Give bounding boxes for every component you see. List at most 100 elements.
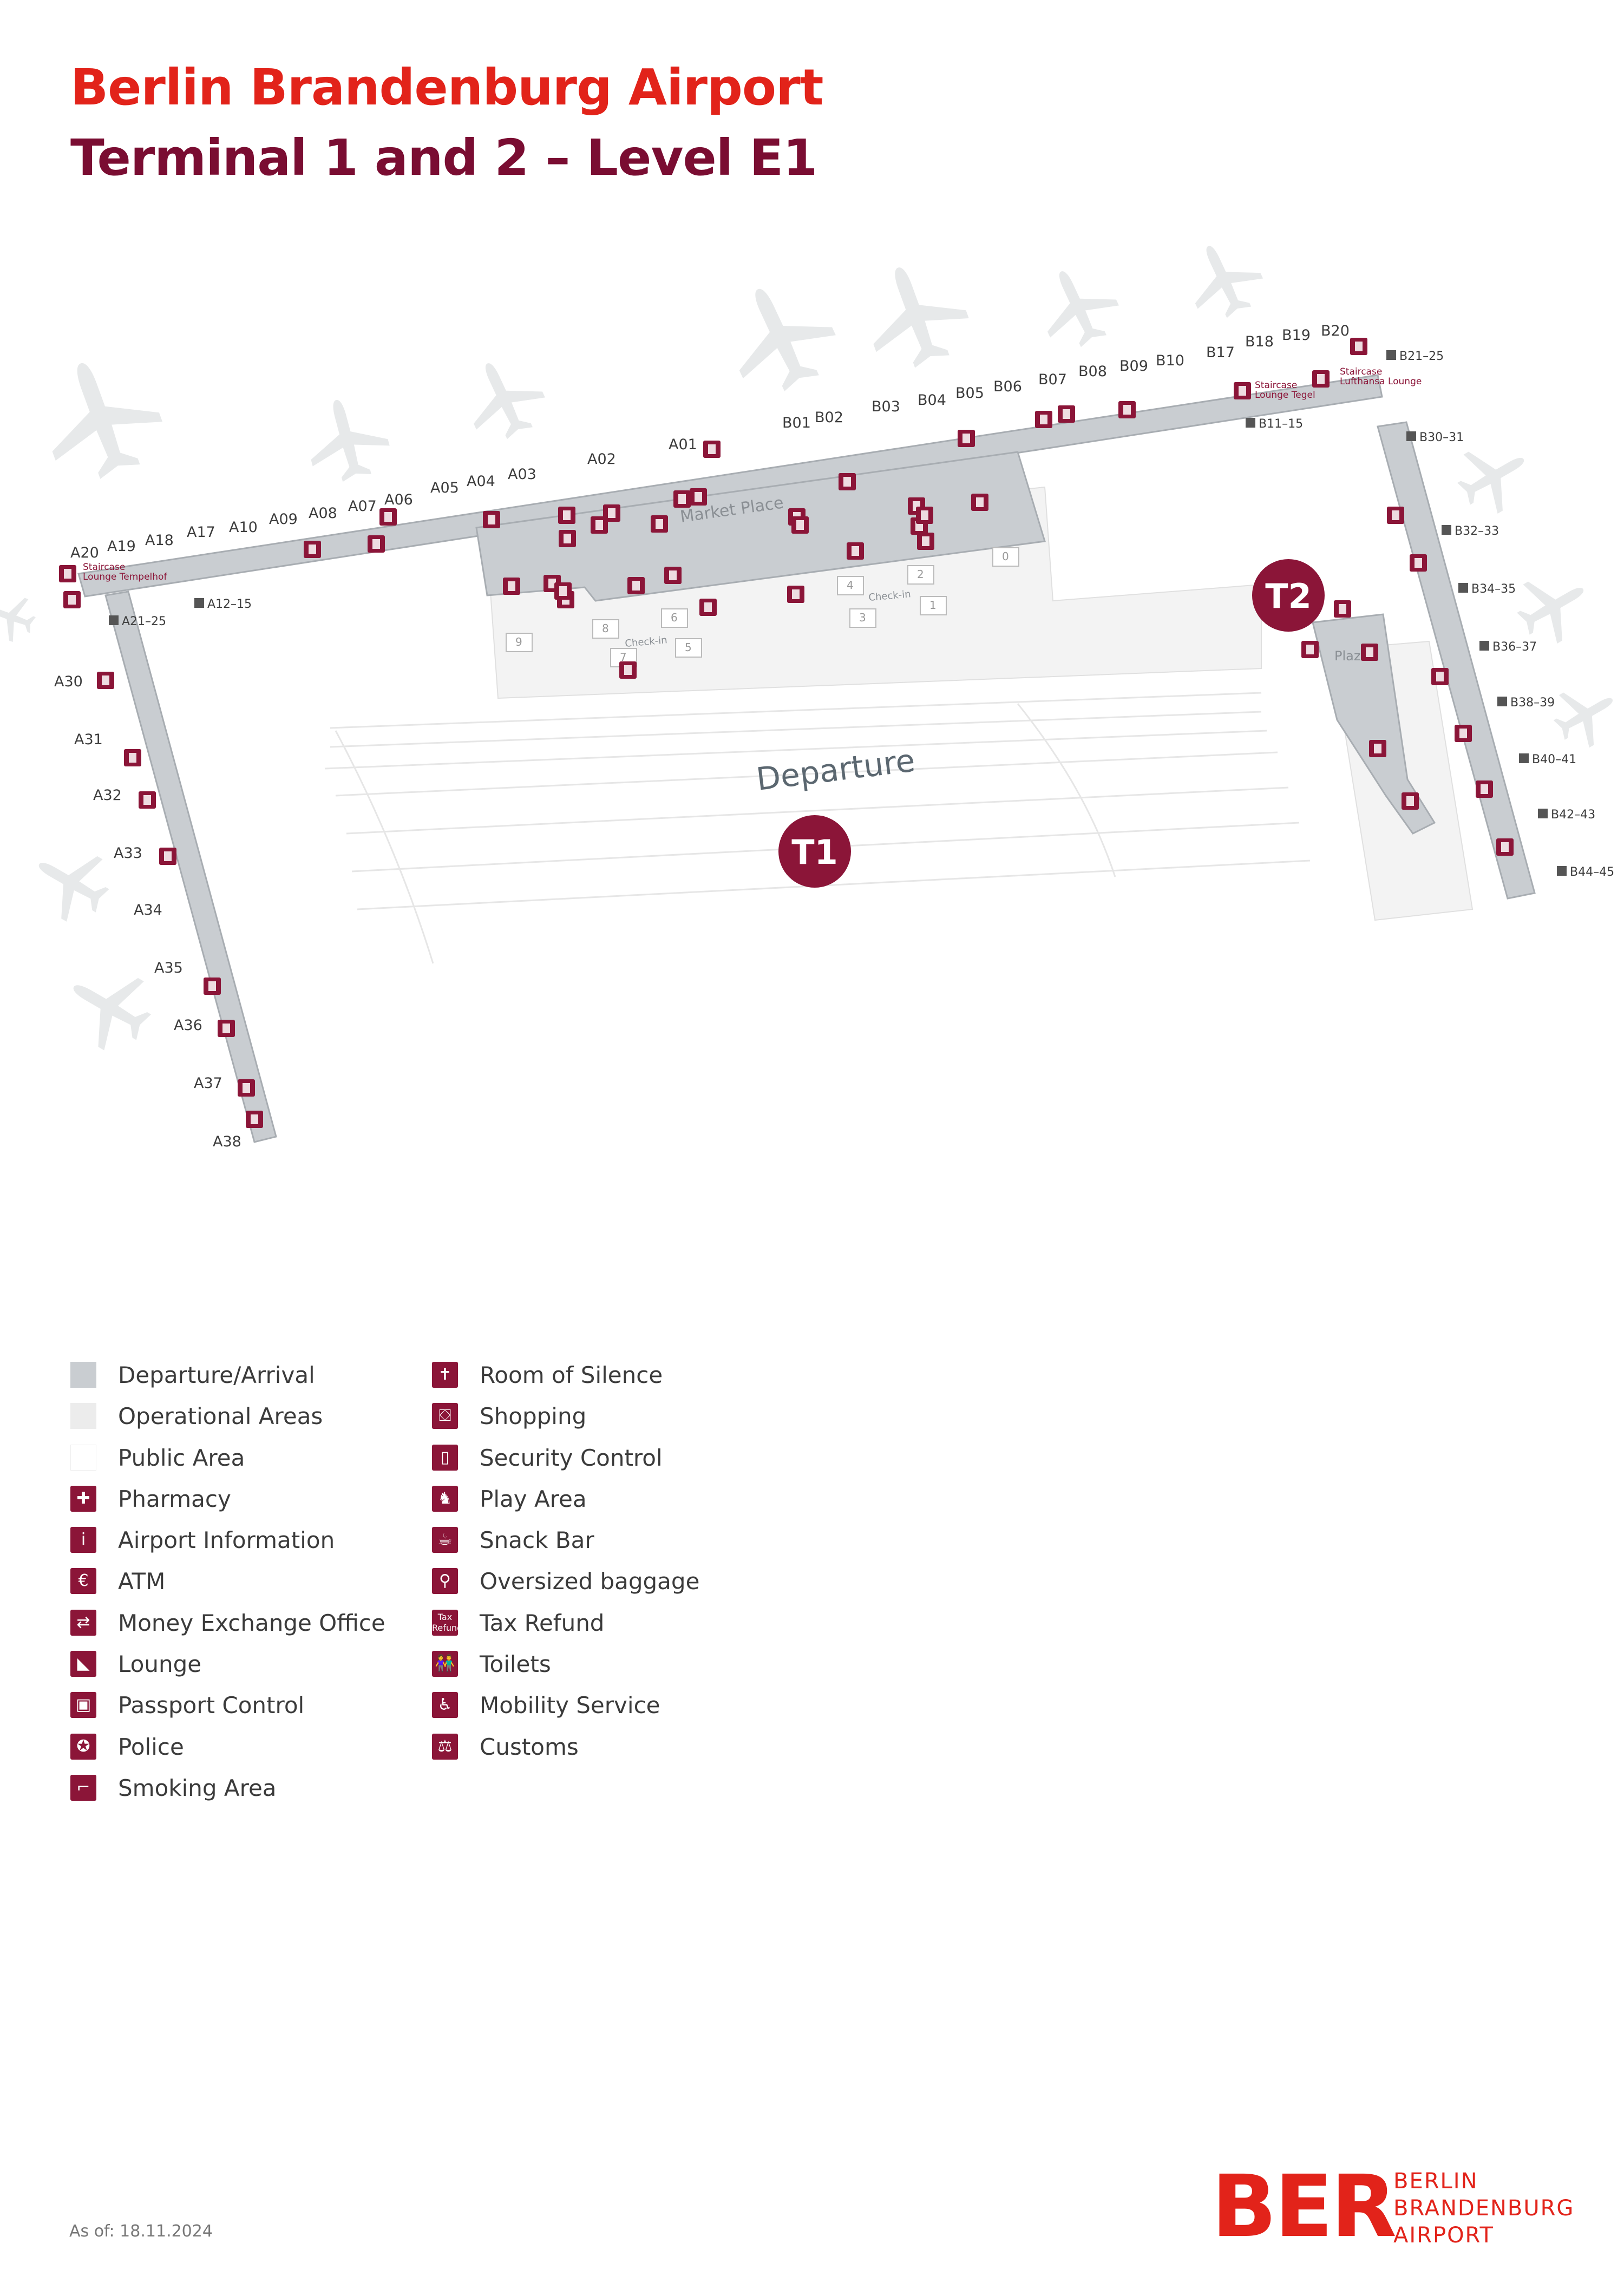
remote-gate-label: B44–45 xyxy=(1570,865,1614,879)
gate-b03: B03 xyxy=(872,398,900,415)
gate-b04: B04 xyxy=(918,392,946,409)
map-poi-glyph xyxy=(1374,744,1381,753)
map-poi-glyph xyxy=(1306,645,1314,654)
gate-a20: A20 xyxy=(70,545,99,561)
money-exchange-icon: ⇄ xyxy=(70,1609,96,1636)
checkin-island-label: 3 xyxy=(859,611,866,624)
t1-label: T1 xyxy=(791,832,837,872)
legend-label: Toilets xyxy=(480,1651,551,1678)
map-poi-glyph xyxy=(922,536,929,546)
gate-a03: A03 xyxy=(508,466,536,483)
checkin-island-label: 1 xyxy=(929,599,937,612)
map-poi-glyph xyxy=(1406,796,1414,806)
gate-a30: A30 xyxy=(54,673,83,690)
checkin-island-label: 7 xyxy=(620,651,627,664)
bus-gate-icon xyxy=(109,615,119,625)
legend-label: Play Area xyxy=(480,1485,587,1512)
gate-b02: B02 xyxy=(815,409,843,426)
gate-a31: A31 xyxy=(74,731,103,748)
map-poi-glyph xyxy=(1123,405,1131,415)
gate-a38: A38 xyxy=(213,1133,241,1150)
remote-gate-label: B42–43 xyxy=(1551,808,1595,822)
map-poi-glyph xyxy=(678,494,686,504)
gate-b19: B19 xyxy=(1282,327,1311,344)
map-poi-glyph xyxy=(64,569,71,579)
checkin-island-label: 0 xyxy=(1002,550,1009,563)
legend-swatch xyxy=(70,1362,96,1388)
map-poi-glyph xyxy=(852,546,859,556)
gate-b07: B07 xyxy=(1038,371,1067,388)
checkin-island-label: 9 xyxy=(515,635,522,648)
logo-line-berlin: BERLIN xyxy=(1393,2169,1478,2194)
map-subtitle: Terminal 1 and 2 – Level E1 xyxy=(70,129,817,187)
gate-b08: B08 xyxy=(1078,363,1107,380)
ber-logo: BER xyxy=(1212,2157,1397,2256)
remote-gate-label: B40–41 xyxy=(1532,753,1576,766)
legend-swatch xyxy=(70,1403,96,1429)
gate-a04: A04 xyxy=(467,473,495,490)
gate-a02: A02 xyxy=(587,451,616,468)
toilets-icon: 👫 xyxy=(432,1651,458,1677)
legend-label: Public Area xyxy=(118,1444,245,1471)
gate-a17: A17 xyxy=(187,524,215,541)
play-area-icon: ♞ xyxy=(432,1485,458,1512)
gate-a09: A09 xyxy=(269,511,298,528)
map-poi-glyph xyxy=(608,508,615,518)
bus-gate-icon xyxy=(1538,809,1548,818)
police-icon: ✪ xyxy=(70,1733,96,1760)
map-poi-glyph xyxy=(1339,604,1346,614)
gate-a33: A33 xyxy=(114,845,142,862)
map-poi-glyph xyxy=(595,520,603,530)
map-poi-glyph xyxy=(1501,842,1509,852)
legend-label: Room of Silence xyxy=(480,1362,663,1388)
legend-label: ATM xyxy=(118,1568,166,1595)
logo-line-brandenburg: BRANDENBURG xyxy=(1393,2196,1575,2221)
map-poi-glyph xyxy=(1366,647,1373,657)
gate-a06: A06 xyxy=(384,491,413,508)
lufthansa-lounge-line2: Lufthansa Lounge xyxy=(1340,376,1422,387)
remote-gate-label: B30–31 xyxy=(1419,431,1464,444)
map-poi-glyph xyxy=(1392,510,1399,520)
gate-a37: A37 xyxy=(194,1075,222,1092)
map-poi-glyph xyxy=(1436,672,1444,681)
lounge-tegel-line1: Staircase xyxy=(1255,380,1297,391)
gate-a10: A10 xyxy=(229,519,258,536)
gate-a08: A08 xyxy=(309,505,337,522)
gate-a35: A35 xyxy=(154,960,183,976)
checkin-island-label: 6 xyxy=(671,611,678,624)
checkin-island-label: 5 xyxy=(685,641,692,654)
room-of-silence-icon: ✝ xyxy=(432,1362,458,1388)
legend-swatch xyxy=(70,1444,96,1471)
map-poi-glyph xyxy=(1239,386,1246,396)
info-icon: i xyxy=(70,1527,96,1553)
map-poi-glyph xyxy=(243,1083,250,1093)
map-poi-glyph xyxy=(1415,558,1422,568)
lounge-tempelhof-line2: Lounge Tempelhof xyxy=(83,572,167,582)
logo-line-airport: AIRPORT xyxy=(1393,2223,1494,2248)
map-poi-glyph xyxy=(129,753,136,763)
gate-a05: A05 xyxy=(430,480,459,496)
legend-label: Police xyxy=(118,1733,184,1760)
bus-gate-icon xyxy=(1557,866,1567,876)
map-poi-glyph xyxy=(384,512,392,522)
legend-label: Pharmacy xyxy=(118,1485,231,1512)
remote-gate-label: B32–33 xyxy=(1455,524,1499,538)
map-poi-glyph xyxy=(559,586,567,596)
legend-icon-line: Tax xyxy=(437,1611,453,1622)
remote-gate-label: B34–35 xyxy=(1471,582,1516,596)
gate-b01: B01 xyxy=(782,415,811,431)
bus-gate-icon xyxy=(1442,525,1451,535)
gate-b17: B17 xyxy=(1206,344,1235,361)
checkin-island-label: 4 xyxy=(847,579,854,592)
map-poi-glyph xyxy=(1355,342,1363,351)
legend-label: Mobility Service xyxy=(480,1692,660,1719)
legend-label: Shopping xyxy=(480,1403,587,1430)
map-poi-glyph xyxy=(656,519,663,529)
map-poi-glyph xyxy=(208,981,216,991)
legend-label: Money Exchange Office xyxy=(118,1609,385,1636)
